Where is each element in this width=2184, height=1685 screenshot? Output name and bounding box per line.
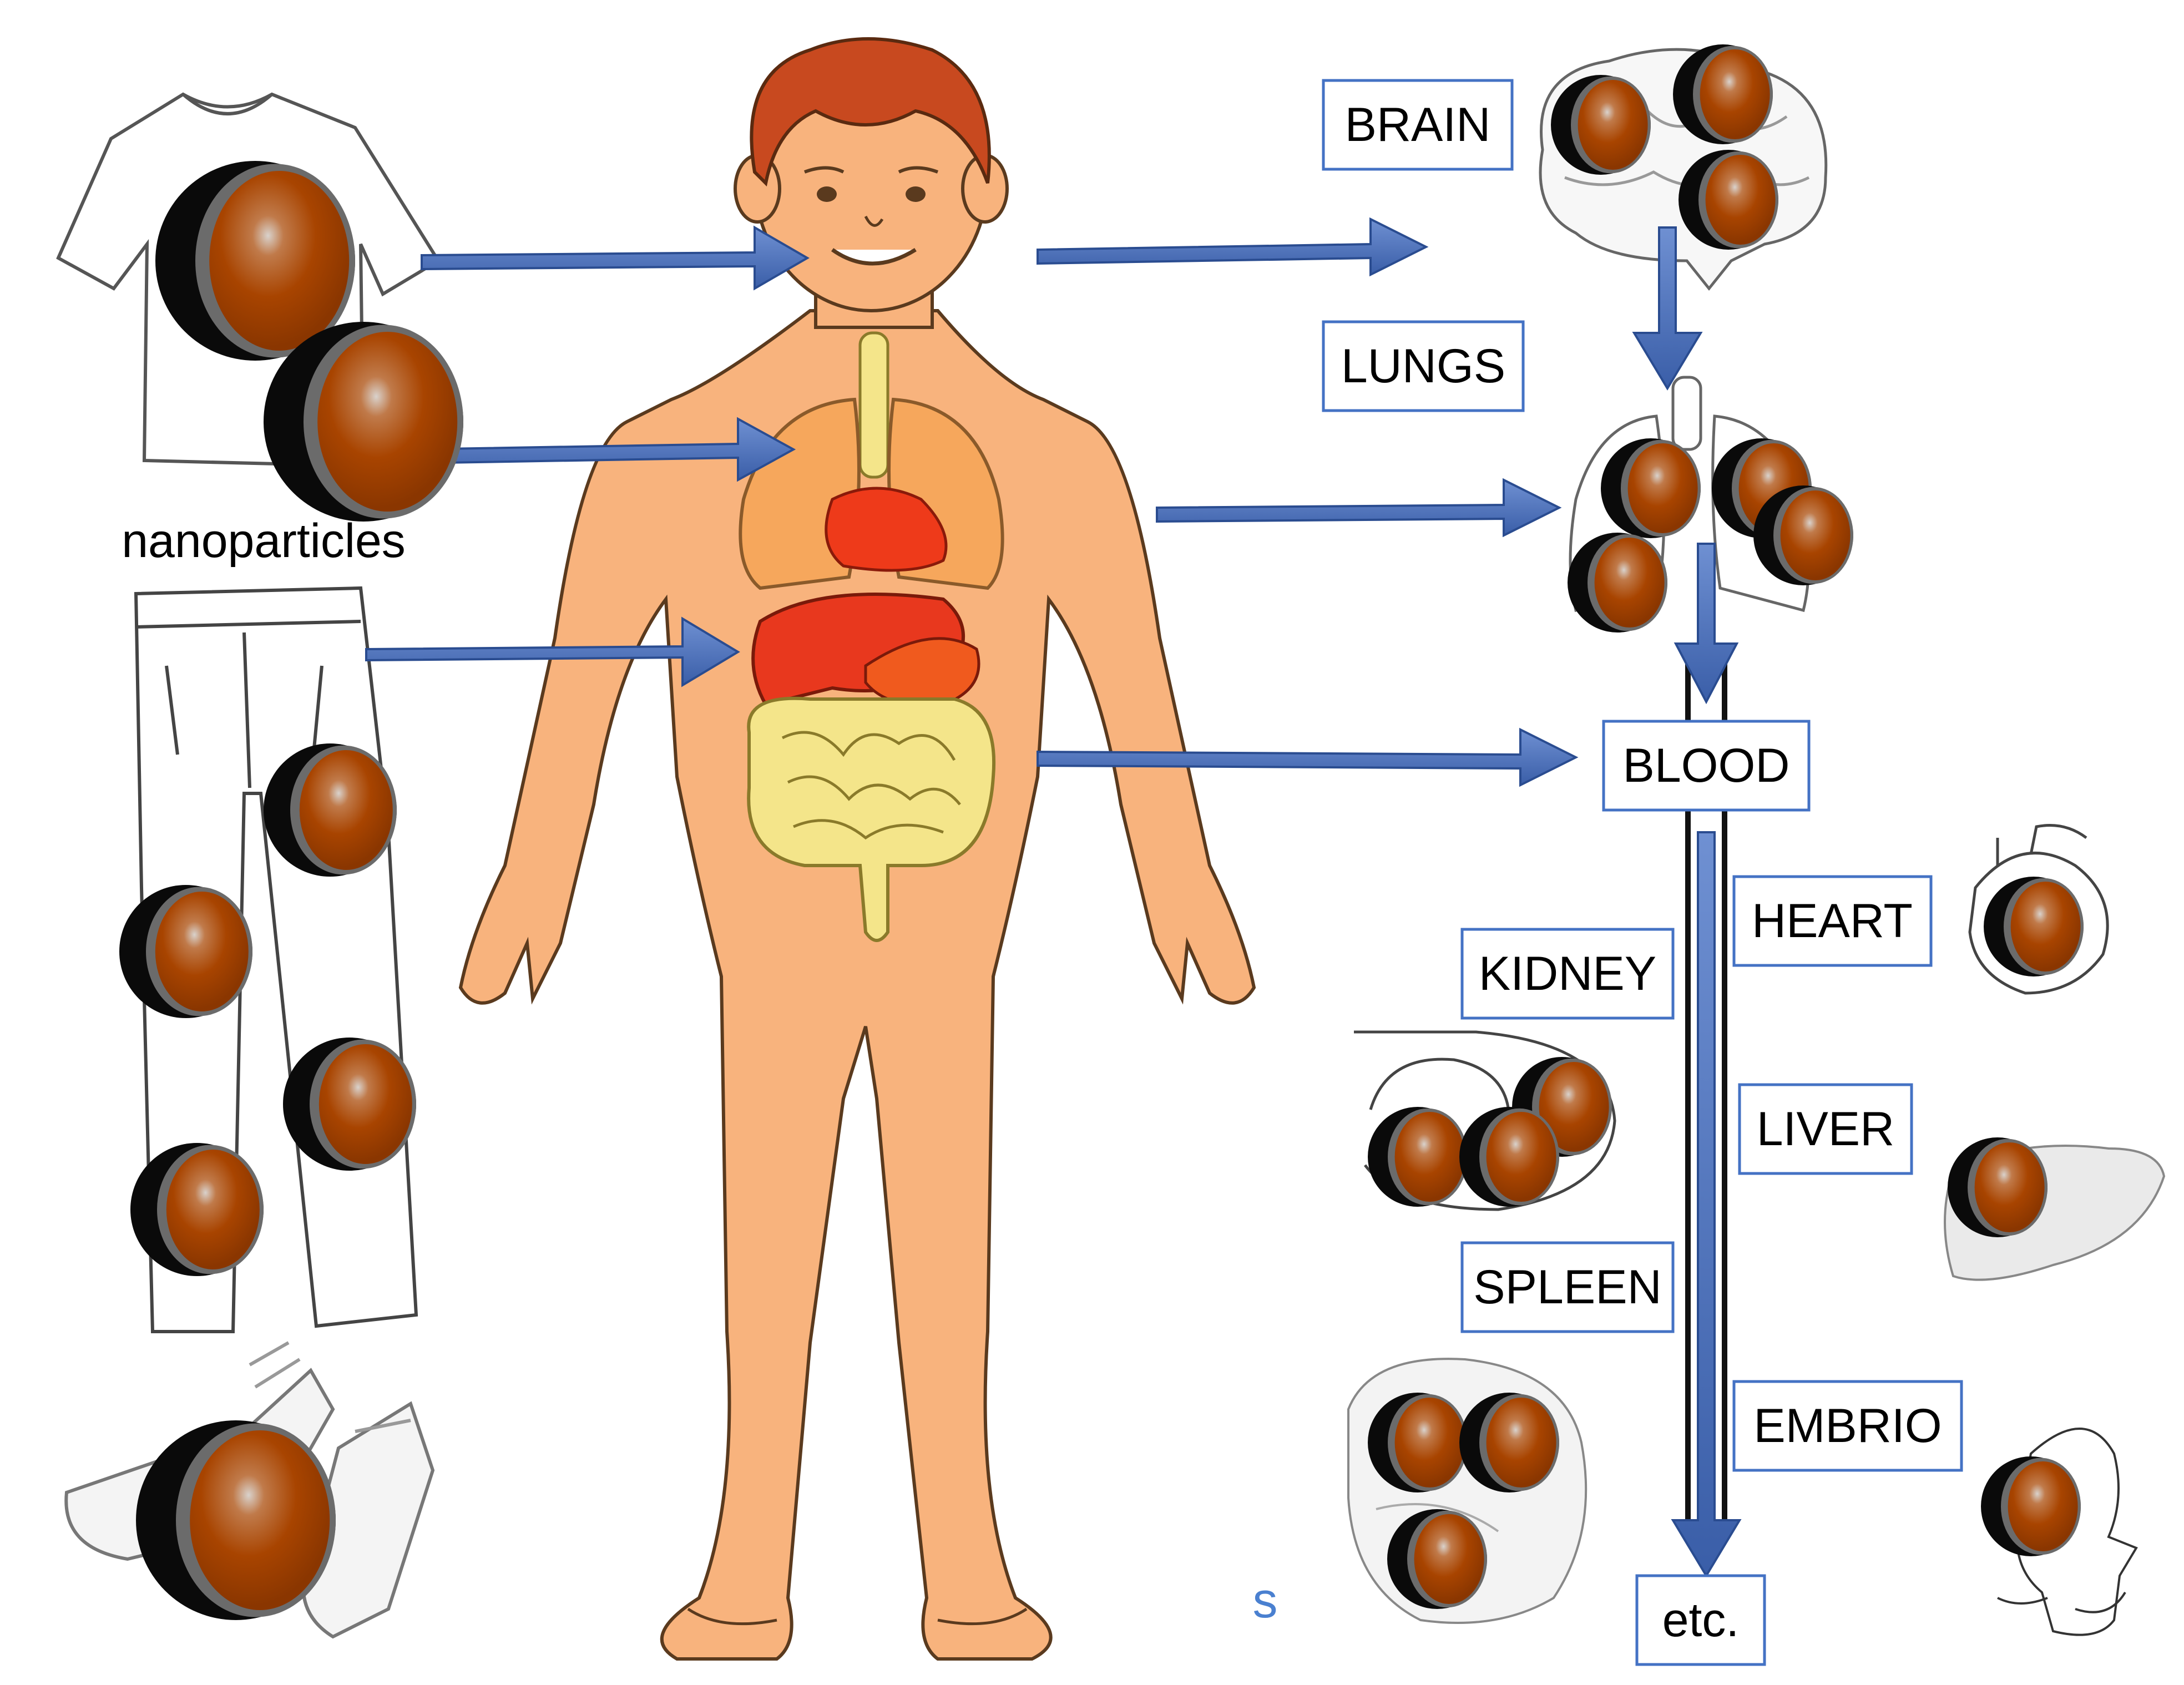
arrow-shirt-to-lungs <box>410 417 796 482</box>
blood-label-box <box>1602 720 1811 812</box>
nanoparticle <box>1551 75 1651 175</box>
nanoparticle <box>1459 1107 1559 1207</box>
human-body-illustration <box>458 37 1256 1661</box>
nanoparticle <box>136 1420 336 1620</box>
nanoparticle <box>1981 1456 2081 1556</box>
nanoparticle <box>119 885 252 1018</box>
nanoparticle <box>283 1038 416 1171</box>
nanoparticle <box>1601 438 1701 538</box>
nanoparticle <box>1753 485 1853 585</box>
brain-label: BRAIN <box>1345 98 1491 151</box>
heart-label: HEART <box>1752 894 1913 948</box>
arrow-head-to-brain <box>1037 217 1429 277</box>
liver-label-box <box>1738 1083 1913 1175</box>
kidney-label: KIDNEY <box>1479 947 1656 1000</box>
nanoparticle <box>1948 1137 2048 1237</box>
blood-label: BLOOD <box>1622 739 1789 792</box>
spleen-label-box <box>1460 1241 1675 1333</box>
arrow-pants-to-stomach <box>365 616 740 687</box>
stray-mark: s <box>1253 1573 1278 1628</box>
etc-label-box <box>1635 1574 1766 1666</box>
spleen-label: SPLEEN <box>1473 1261 1661 1314</box>
lungs-label-box <box>1322 320 1525 412</box>
arrow-lungs-to-blood <box>1674 543 1739 705</box>
nanoparticle <box>1368 1107 1468 1207</box>
heart-label-box <box>1732 875 1933 967</box>
nanoparticle <box>1568 533 1667 632</box>
arrow-shirt-to-face <box>421 225 810 291</box>
nanoparticle <box>1984 877 2084 976</box>
arrow-lungs-to-lungs <box>1156 478 1562 538</box>
nanoparticle <box>264 743 397 877</box>
embrio-label-box <box>1732 1380 1963 1472</box>
etc-label: etc. <box>1662 1593 1740 1647</box>
nanoparticle <box>1368 1393 1468 1492</box>
arrow-brain-to-lungs <box>1632 226 1703 391</box>
nanoparticles-caption: nanoparticles <box>122 514 406 568</box>
arrow-intestine-to-blood <box>1037 727 1579 787</box>
nanoparticle <box>1679 150 1778 250</box>
liver-label: LIVER <box>1757 1102 1895 1156</box>
nanoparticle <box>1387 1509 1487 1609</box>
nanoparticle <box>1673 44 1773 144</box>
lungs-label: LUNGS <box>1341 340 1505 393</box>
nanoparticle <box>264 322 463 522</box>
nanoparticle <box>1459 1393 1559 1492</box>
nanoparticle <box>130 1143 264 1276</box>
brain-label-box <box>1322 79 1514 171</box>
label-boxes <box>1322 79 1963 1666</box>
arrow-blood-to-etc <box>1671 831 1742 1578</box>
kidney-label-box <box>1460 928 1675 1020</box>
embrio-label: EMBRIO <box>1753 1399 1942 1453</box>
